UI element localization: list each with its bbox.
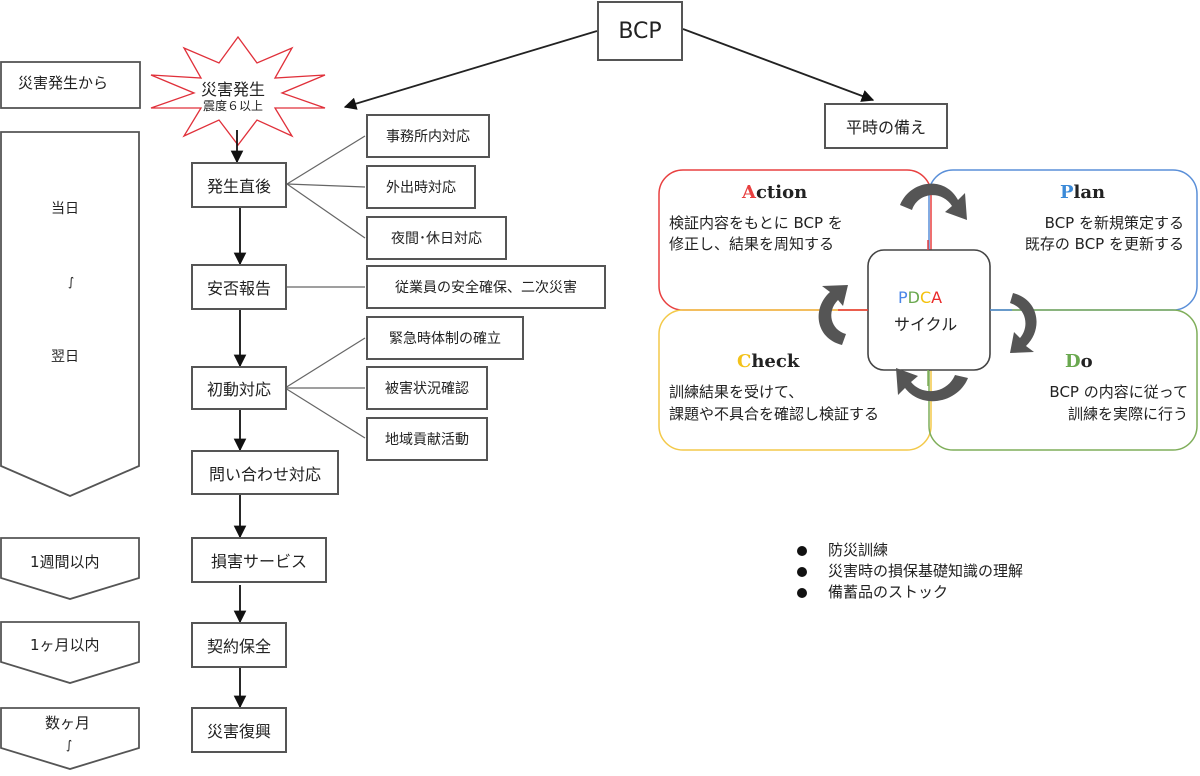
- preparedness-list: 防災訓練 災害時の損保基礎知識の理解 備蓄品のストック: [795, 540, 1023, 603]
- pdca-check-rest: heck: [751, 351, 800, 372]
- pdca-letter-c: C: [919, 288, 932, 307]
- flow-step-immediate: 発生直後: [191, 162, 287, 208]
- timeline-phase-months: [0, 707, 140, 770]
- arrow-bcp-to-preparedness: [682, 28, 875, 102]
- pdca-plan-rest: lan: [1073, 182, 1106, 203]
- timeline-header: 災害発生から: [18, 74, 109, 92]
- timeline-day-line2: ∫: [68, 275, 75, 289]
- pdca-letter-p: P: [898, 288, 908, 307]
- branch-night-holiday-response: 夜間･休日対応: [366, 216, 507, 260]
- cycle-arrows: [818, 183, 1037, 402]
- pdca-letter-a: A: [931, 288, 943, 307]
- pdca-plan-initial: P: [1060, 182, 1074, 203]
- preparedness-item: 備蓄品のストック: [795, 582, 1023, 603]
- pdca-do-line2: 訓練を実際に行う: [1067, 405, 1188, 423]
- pdca-plan-line1: BCP を新規策定する: [1044, 214, 1184, 232]
- disaster-starburst: [150, 35, 326, 147]
- flow-step-inquiries: 問い合わせ対応: [191, 450, 339, 495]
- timeline-day-line1: 当日: [51, 201, 79, 217]
- pdca-center-label: サイクル: [894, 315, 958, 334]
- flow-step-safety-report: 安否報告: [191, 264, 287, 310]
- preparedness-item: 防災訓練: [795, 540, 1023, 561]
- pdca-action-line2: 修正し、結果を周知する: [669, 235, 835, 253]
- pdca-do-initial: D: [1065, 351, 1081, 372]
- cycle-arrow-right: [1010, 293, 1037, 353]
- pdca-action-title: Action: [742, 182, 807, 203]
- cycle-arrow-left: [818, 285, 848, 345]
- pdca-check-line2: 課題や不具合を確認し検証する: [669, 405, 880, 423]
- bullet-icon: [797, 567, 807, 577]
- disaster-title: 災害発生: [201, 80, 266, 99]
- pdca-action-line1: 検証内容をもとに BCP を: [669, 214, 843, 232]
- flow-step-initial-response: 初動対応: [191, 366, 287, 410]
- pdca-check-line1: 訓練結果を受けて、: [669, 383, 804, 401]
- pdca-check-title: Check: [737, 351, 799, 372]
- timeline-phase-month: [0, 621, 140, 684]
- timeline-header-box: [0, 61, 141, 109]
- branch-employee-safety: 従業員の安全確保、二次災害: [366, 265, 606, 309]
- pdca-do-rest: o: [1080, 351, 1093, 372]
- pdca-do-title: Do: [1065, 351, 1093, 372]
- timeline-week-label: 1週間以内: [30, 553, 100, 571]
- pdca-letter-d: D: [907, 288, 920, 307]
- cycle-arrow-bottom: [896, 368, 968, 402]
- preparedness-item-label: 防災訓練: [828, 541, 889, 559]
- arrow-bcp-to-disaster: [343, 30, 598, 110]
- preparedness-title-box: 平時の備え: [824, 103, 948, 149]
- flow-step-recovery: 災害復興: [191, 707, 287, 753]
- preparedness-item: 災害時の損保基礎知識の理解: [795, 561, 1023, 582]
- timeline-month-label: 1ヶ月以内: [30, 636, 100, 654]
- pdca-action-initial: A: [742, 182, 756, 203]
- disaster-subtitle: 震度６以上: [203, 99, 264, 113]
- pdca-check-initial: C: [737, 351, 752, 372]
- timeline-day-line3: 翌日: [51, 349, 79, 365]
- branch-community-contribution: 地域貢献活動: [366, 417, 488, 461]
- timeline-phase-day: [0, 131, 140, 497]
- branch-outside-response: 外出時対応: [366, 165, 476, 209]
- pdca-plan-title: Plan: [1060, 182, 1105, 203]
- flow-step-claims-service: 損害サービス: [191, 537, 327, 583]
- pdca-quadrant-check: [658, 309, 932, 451]
- pdca-center-letters: PDCA: [898, 288, 942, 307]
- branch-emergency-system: 緊急時体制の確立: [366, 316, 524, 360]
- timeline-months-line1: 数ヶ月: [45, 714, 91, 732]
- preparedness-item-label: 災害時の損保基礎知識の理解: [828, 562, 1024, 580]
- pdca-plan-line2: 既存の BCP を更新する: [1024, 235, 1184, 253]
- bullet-icon: [797, 546, 807, 556]
- flow-step-contract-preservation: 契約保全: [191, 622, 287, 668]
- pdca-quadrant-do: [928, 309, 1198, 451]
- timeline-months-line2: ∫: [66, 738, 73, 752]
- branch-damage-check: 被害状況確認: [366, 366, 488, 410]
- pdca-do-line1: BCP の内容に従って: [1049, 383, 1188, 401]
- bcp-root-box: BCP: [597, 1, 683, 61]
- pdca-center-box: [867, 249, 991, 371]
- pdca-action-rest: ction: [755, 182, 808, 203]
- branch-office-response: 事務所内対応: [366, 114, 490, 158]
- timeline-phase-week: [0, 537, 140, 600]
- preparedness-item-label: 備蓄品のストック: [828, 583, 949, 601]
- bullet-icon: [797, 588, 807, 598]
- cycle-arrow-top: [900, 183, 967, 220]
- branch-connectors: [284, 135, 366, 439]
